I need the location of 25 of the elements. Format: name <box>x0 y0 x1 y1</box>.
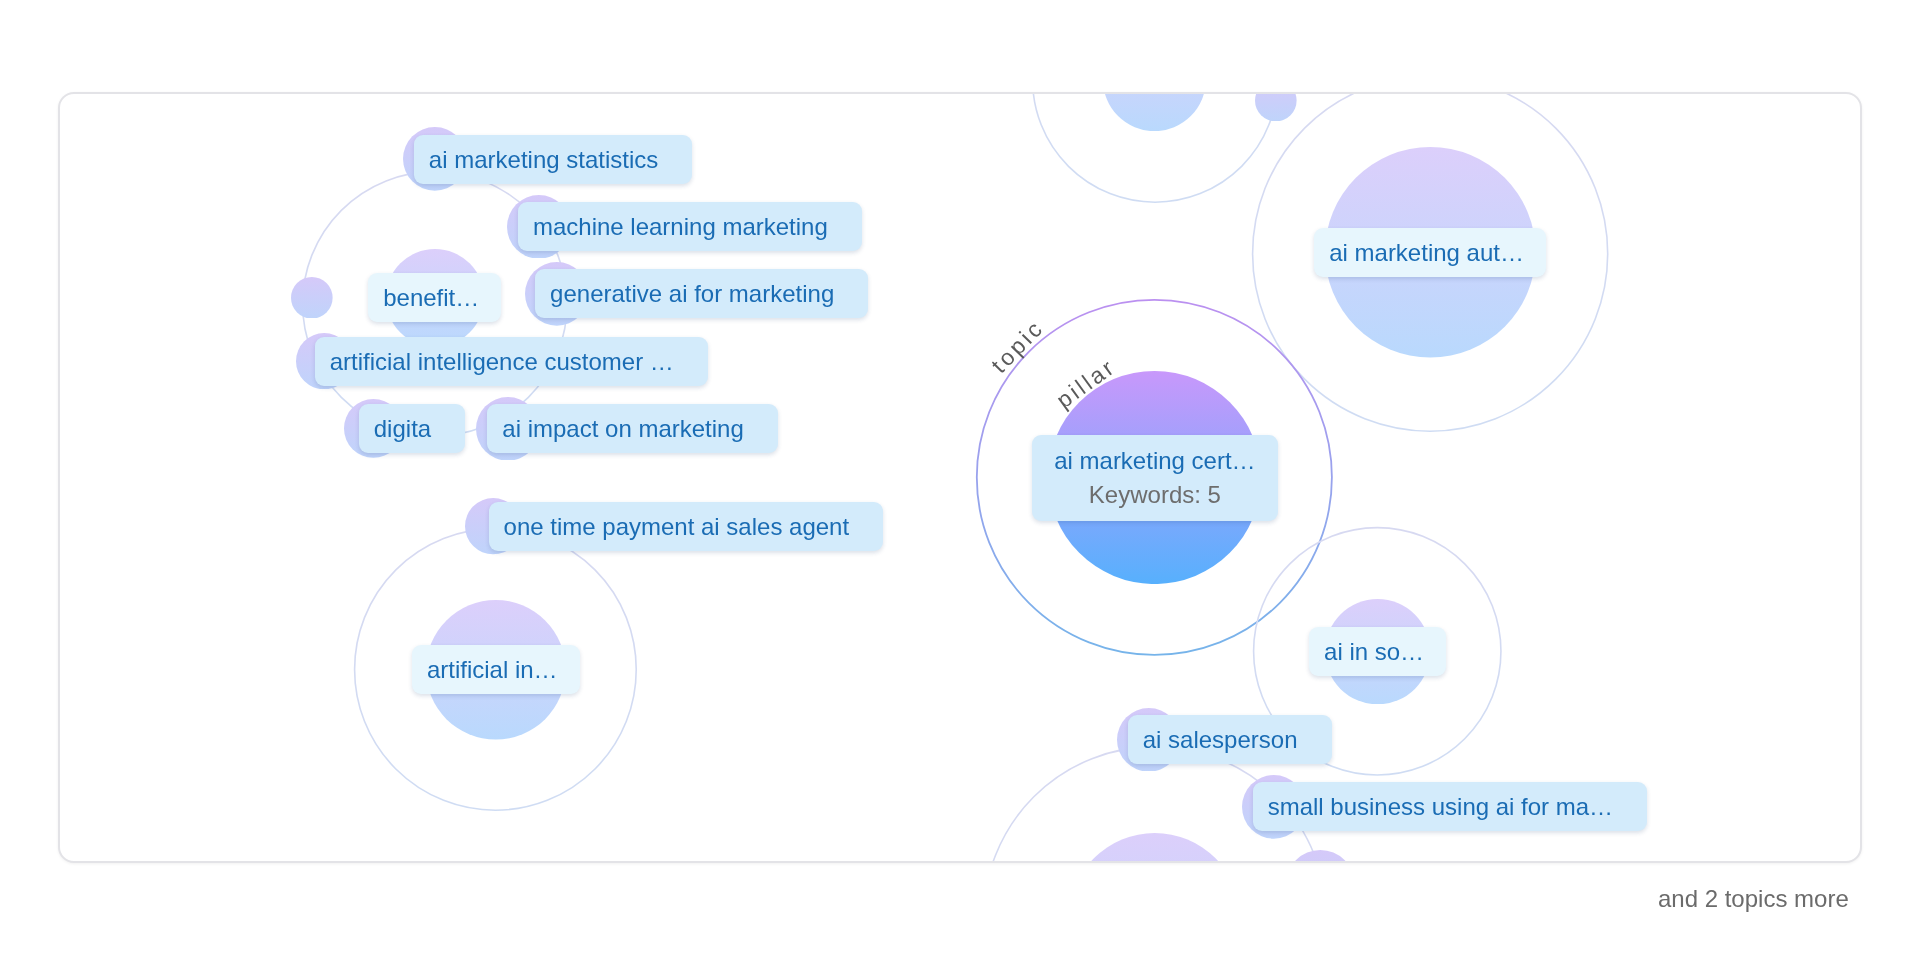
keyword-bubble <box>525 262 869 326</box>
topic-tag: ai in so… <box>1309 626 1447 676</box>
keyword-bubble <box>402 127 693 191</box>
topic-name: ai marketing cert… <box>1054 445 1256 476</box>
topic-tag: artificial in… <box>411 645 580 695</box>
keyword-count: Keywords: 5 <box>1087 479 1222 510</box>
keyword-tag: ai salesperson <box>1127 715 1332 765</box>
keyword-tag: one time payment ai sales agent <box>488 502 884 551</box>
keyword-tag: ai impact on marketing <box>487 404 778 454</box>
keyword-bubble <box>465 498 884 555</box>
keyword-bubble <box>344 399 466 458</box>
more-topics-note: and 2 topics more <box>1657 885 1849 913</box>
topic-tag: benefit… <box>368 273 502 323</box>
keyword-bubble <box>476 396 778 461</box>
topic-tag: ai marketing aut… <box>1314 227 1546 277</box>
keyword-bubble <box>1116 707 1332 772</box>
keyword-bubble <box>1241 775 1648 839</box>
keyword-tag: small business using ai for ma… <box>1252 782 1648 832</box>
keyword-tag: generative ai for marketing <box>535 269 869 319</box>
keyword-bubble <box>506 194 862 259</box>
keyword-tag: machine learning marketing <box>517 202 862 251</box>
keyword-tag: artificial intelligence customer … <box>314 336 708 386</box>
keyword-tag: ai marketing statistics <box>413 134 693 184</box>
keyword-tag: digita <box>358 404 466 454</box>
keyword-bubble <box>296 333 708 390</box>
